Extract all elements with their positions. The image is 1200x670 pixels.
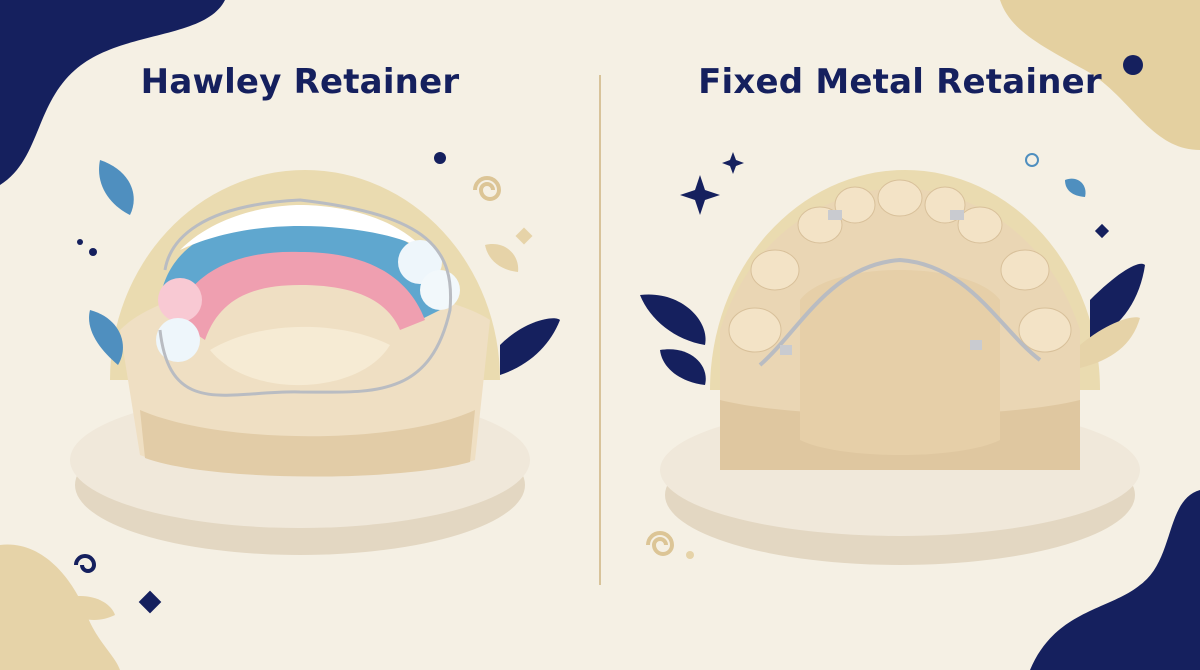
leaf-icon xyxy=(89,310,123,365)
leaf-icon xyxy=(660,349,706,385)
panel-fixed-metal: Fixed Metal Retainer xyxy=(600,0,1200,670)
palate xyxy=(210,326,390,386)
sand-corner-top-right xyxy=(1000,0,1200,150)
tooth xyxy=(1018,307,1072,353)
panel-title-fixed-metal: Fixed Metal Retainer xyxy=(698,62,1102,102)
palate xyxy=(800,270,1000,455)
panel-title-hawley: Hawley Retainer xyxy=(140,62,460,102)
tooth xyxy=(750,249,800,291)
dot-icon xyxy=(89,248,97,256)
dot-icon xyxy=(434,152,446,164)
navy-corner-top-left xyxy=(0,0,225,185)
spiral-icon xyxy=(473,176,502,201)
diamond-icon xyxy=(1094,223,1110,239)
leaf-icon xyxy=(1080,317,1140,368)
tooth xyxy=(1000,249,1050,291)
navy-corner-bottom-right xyxy=(1030,490,1200,670)
dot-icon xyxy=(77,239,83,245)
retainer-wire xyxy=(758,257,1042,367)
bracket xyxy=(828,210,842,220)
tooth xyxy=(156,318,200,362)
bracket xyxy=(970,340,982,350)
sparkle-icon xyxy=(680,175,720,215)
tooth xyxy=(957,206,1003,244)
dot-icon xyxy=(1025,153,1039,167)
leaf-icon xyxy=(640,294,706,345)
model-face xyxy=(140,410,475,477)
tooth xyxy=(158,278,202,322)
leaf-icon xyxy=(485,244,519,272)
leaf-icon xyxy=(1065,178,1086,197)
teeth-row xyxy=(728,179,1072,353)
fixed-metal-illustration xyxy=(640,152,1145,565)
tooth xyxy=(877,179,923,217)
diamond-icon xyxy=(515,227,533,245)
dot-icon xyxy=(1123,55,1143,75)
leaf-icon xyxy=(1090,263,1145,340)
tooth xyxy=(834,186,876,224)
hawley-illustration xyxy=(60,152,560,620)
panel-hawley: Hawley Retainer xyxy=(60,62,560,620)
sand-corner-bottom-left xyxy=(0,544,120,670)
spiral-icon xyxy=(646,531,675,556)
tooth xyxy=(420,270,460,310)
retainer-wire xyxy=(158,198,453,397)
bracket xyxy=(950,210,964,220)
panel-divider xyxy=(599,75,601,585)
tooth xyxy=(728,307,782,353)
spiral-icon xyxy=(74,554,97,573)
leaf-icon xyxy=(99,160,134,215)
diamond-icon xyxy=(138,590,162,614)
dot-icon xyxy=(686,551,694,559)
leaf-icon xyxy=(60,595,115,620)
sparkle-icon xyxy=(722,152,744,174)
bracket xyxy=(780,345,792,355)
acrylic-white xyxy=(180,205,425,250)
acrylic-blue xyxy=(160,217,450,325)
leaf-icon xyxy=(500,318,560,375)
acrylic-pink xyxy=(175,251,425,340)
